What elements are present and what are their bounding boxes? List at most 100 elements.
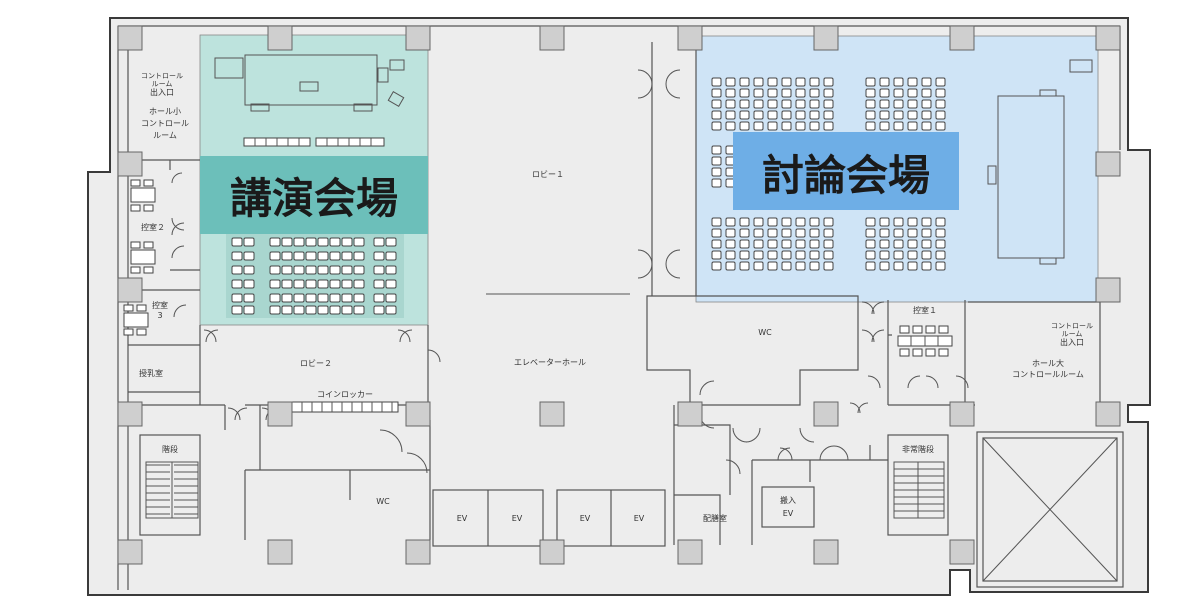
column — [1095, 25, 1121, 51]
seat — [269, 237, 281, 247]
seat — [823, 99, 834, 109]
seat — [317, 305, 329, 315]
seat — [879, 99, 890, 109]
waiting-room-3-l2: 3 — [157, 311, 162, 320]
seat — [823, 217, 834, 227]
seat — [317, 251, 329, 261]
seat — [809, 261, 820, 271]
ev-3-label: EV — [580, 514, 591, 523]
seat — [385, 237, 397, 247]
seat — [795, 110, 806, 120]
seat — [865, 110, 876, 120]
seat — [739, 110, 750, 120]
seat — [373, 293, 385, 303]
seat — [921, 121, 932, 131]
column — [405, 401, 431, 427]
seat — [907, 110, 918, 120]
seat — [809, 250, 820, 260]
seat — [711, 77, 722, 87]
seat — [281, 237, 293, 247]
seat — [767, 261, 778, 271]
control-small-entry-l2: ルーム — [152, 80, 173, 88]
seat — [739, 239, 750, 249]
seat — [893, 217, 904, 227]
seat — [809, 217, 820, 227]
discussion-hall-label: 討論会場 — [762, 151, 930, 200]
seat — [353, 279, 365, 289]
seat — [725, 228, 736, 238]
seat — [781, 110, 792, 120]
seat — [935, 250, 946, 260]
seat — [385, 265, 397, 275]
seat — [795, 88, 806, 98]
column — [949, 401, 975, 427]
coin-lockers — [291, 401, 399, 413]
column — [117, 539, 143, 565]
seat — [809, 121, 820, 131]
seat — [921, 261, 932, 271]
seat — [935, 88, 946, 98]
service-ev-l1: 搬入 — [780, 495, 796, 505]
seat — [823, 110, 834, 120]
seat — [725, 217, 736, 227]
seat — [795, 77, 806, 87]
column — [677, 25, 703, 51]
seat — [281, 265, 293, 275]
seat — [795, 261, 806, 271]
seat — [935, 99, 946, 109]
seat — [893, 261, 904, 271]
seat — [823, 250, 834, 260]
seat — [809, 88, 820, 98]
lecture-hall-label: 講演会場 — [230, 174, 398, 223]
seat — [711, 156, 722, 166]
seat — [823, 77, 834, 87]
seat — [865, 99, 876, 109]
seat — [231, 293, 243, 303]
seat — [753, 110, 764, 120]
seat — [373, 305, 385, 315]
seat — [767, 77, 778, 87]
seat — [341, 237, 353, 247]
seat — [385, 251, 397, 261]
seat — [317, 237, 329, 247]
seat — [269, 265, 281, 275]
seat — [879, 77, 890, 87]
seat — [711, 121, 722, 131]
seat — [293, 279, 305, 289]
seat — [865, 228, 876, 238]
seat — [809, 228, 820, 238]
seat — [341, 279, 353, 289]
seat — [231, 265, 243, 275]
seat — [231, 237, 243, 247]
control-large-entry-l3: 出入口 — [1060, 337, 1084, 347]
seat — [781, 250, 792, 260]
seat — [739, 261, 750, 271]
control-large-room-l1: ホール大 — [1032, 358, 1064, 368]
seat — [753, 121, 764, 131]
seat — [269, 293, 281, 303]
seat — [725, 261, 736, 271]
seat — [781, 239, 792, 249]
column — [405, 539, 431, 565]
seat — [753, 239, 764, 249]
seat — [269, 251, 281, 261]
seat — [753, 217, 764, 227]
seat — [823, 261, 834, 271]
seat — [767, 239, 778, 249]
control-small-room-l1: ホール小 — [149, 107, 181, 116]
seat — [373, 237, 385, 247]
seat — [329, 305, 341, 315]
seat — [305, 251, 317, 261]
control-large-room-l2: コントロールルーム — [1012, 370, 1084, 379]
seat — [809, 77, 820, 87]
seat — [341, 265, 353, 275]
seat — [781, 261, 792, 271]
seat — [725, 77, 736, 87]
seat — [767, 250, 778, 260]
seat — [893, 99, 904, 109]
column — [1095, 401, 1121, 427]
column — [267, 401, 293, 427]
seat — [781, 77, 792, 87]
seat — [767, 228, 778, 238]
